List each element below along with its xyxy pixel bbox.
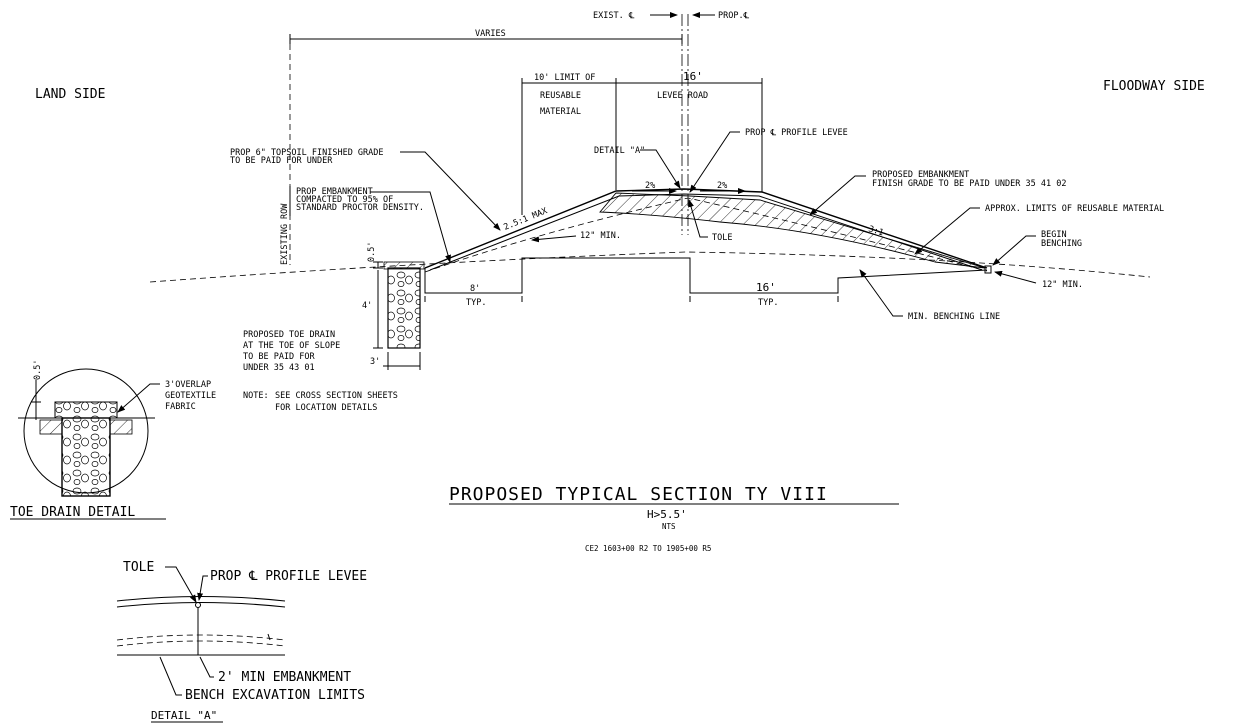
prop-embank-right-line2: FINISH GRADE TO BE PAID UNDER 35 41 02	[872, 179, 1066, 189]
overlap-line3: FABRIC	[165, 402, 196, 412]
toe-drain-detail-title: TOE DRAIN DETAIL	[10, 505, 135, 520]
dim-eight-label: 8'	[470, 284, 480, 294]
detail-a-callout: DETAIL "A"	[594, 146, 645, 156]
limit-reusable-line1: 10' LIMIT OF	[534, 73, 595, 83]
slope-pct-right: 2%	[717, 181, 727, 191]
existing-ground-line	[149, 251, 1151, 283]
embank-note-line2: COMPACTED TO 95% OF	[296, 195, 393, 205]
topsoil-note-line1: PROP 6" TOPSOIL FINISHED GRADE	[230, 148, 384, 158]
detail-a-profile-label: PROP ℄ PROFILE LEVEE	[210, 569, 367, 584]
benching-steps	[424, 257, 988, 294]
floodway-side-label: FLOODWAY SIDE	[1103, 79, 1205, 94]
slope-left-label: 2.5:1 MAX	[502, 206, 549, 233]
prop-cl-label: PROP.℄	[718, 11, 750, 21]
detail-half-label: 0.5'	[33, 360, 43, 380]
detail-a-title: DETAIL "A"	[151, 709, 217, 722]
toe-drain-note-line3: TO BE PAID FOR	[243, 352, 316, 362]
note-label: NOTE:	[243, 391, 269, 401]
top-dimensions	[521, 78, 763, 215]
road-width-label: 16'	[683, 70, 703, 83]
section-nts: NTS	[662, 522, 676, 531]
toe-drain-detail	[18, 368, 155, 497]
toe-drain	[373, 261, 425, 370]
detail-a-min-embank-label: 2' MIN EMBANKMENT	[218, 670, 351, 685]
detail-a-tole-label: TOLE	[123, 560, 154, 575]
note-line2: FOR LOCATION DETAILS	[275, 403, 377, 413]
varies-label: VARIES	[475, 29, 506, 39]
dim-four-label: 4'	[362, 301, 372, 311]
typ-left-label: TYP.	[466, 298, 486, 308]
embank-note-line1: PROP EMBANKMENT	[296, 187, 373, 197]
varies-dimension	[289, 34, 683, 265]
limit-reusable-line2: REUSABLE	[540, 91, 581, 101]
min-benching-line-label: MIN. BENCHING LINE	[908, 312, 1000, 322]
dim-sixteen-label: 16'	[756, 281, 776, 294]
embank-note-line3: STANDARD PROCTOR DENSITY.	[296, 203, 424, 213]
embankment-outline	[424, 188, 988, 273]
typ-right-label: TYP.	[758, 298, 778, 308]
land-side-label: LAND SIDE	[35, 87, 105, 102]
begin-benching-line2: BENCHING	[1041, 239, 1082, 249]
twelve-min-right: 12" MIN.	[1042, 280, 1083, 290]
levee-road-label: LEVEE ROAD	[657, 91, 708, 101]
tole-label: TOLE	[712, 233, 732, 243]
note-line1: SEE CROSS SECTION SHEETS	[275, 391, 398, 401]
toe-drain-note-line1: PROPOSED TOE DRAIN	[243, 330, 335, 340]
toe-drain-note-line4: UNDER 35 43 01	[243, 363, 315, 373]
overlap-line1: 3'OVERLAP	[165, 380, 211, 390]
limit-reusable-line3: MATERIAL	[540, 107, 581, 117]
detail-a-bench-label: BENCH EXCAVATION LIMITS	[185, 688, 365, 703]
exist-cl-label: EXIST. ℄	[593, 11, 635, 21]
section-h: H>5.5'	[647, 508, 687, 521]
detail-a-drawing	[116, 596, 286, 656]
section-range: CE2 1603+00 R2 TO 1905+00 R5	[585, 544, 711, 553]
overlap-line2: GEOTEXTILE	[165, 391, 216, 401]
topsoil-note-line2: TO BE PAID FOR UNDER	[230, 156, 333, 166]
prop-embank-right-line1: PROPOSED EMBANKMENT	[872, 170, 969, 180]
reusable-material-hatch	[599, 192, 986, 269]
begin-benching-marker	[984, 265, 992, 274]
slope-pct-left: 2%	[645, 181, 655, 191]
existing-row-label: EXISTING ROW	[280, 203, 290, 265]
section-title: PROPOSED TYPICAL SECTION TY VIII	[449, 484, 828, 505]
toe-drain-note-line2: AT THE TOE OF SLOPE	[243, 341, 340, 351]
dim-half-label: 0.5'	[367, 242, 377, 262]
dim-three-label: 3'	[370, 357, 380, 367]
approx-limits-label: APPROX. LIMITS OF REUSABLE MATERIAL	[985, 204, 1164, 214]
begin-benching-line1: BEGIN	[1041, 230, 1067, 240]
slope-right-label: 3:1	[867, 224, 885, 238]
twelve-min-left: 12" MIN.	[580, 231, 621, 241]
prop-profile-levee-label: PROP ℄ PROFILE LEVEE	[745, 128, 848, 138]
bench-dimensions	[424, 296, 839, 302]
